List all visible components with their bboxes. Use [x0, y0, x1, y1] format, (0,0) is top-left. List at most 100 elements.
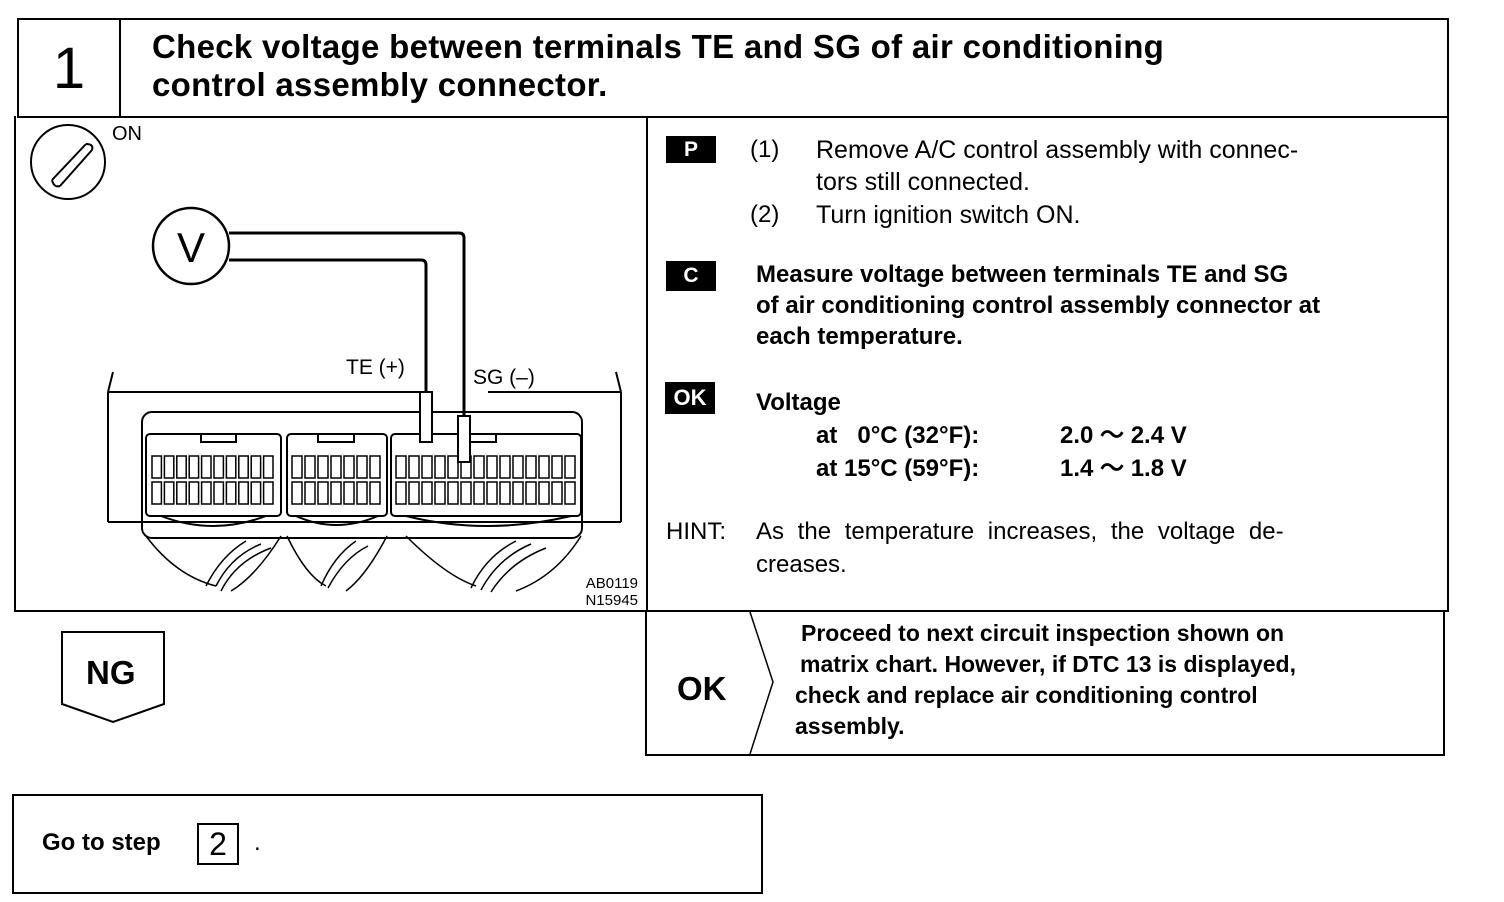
ok-badge: OK	[665, 382, 715, 414]
spec-2-value: 1.4 〜 1.8 V	[1060, 455, 1187, 482]
connector-pin	[512, 455, 524, 479]
connector-pin	[343, 455, 355, 479]
connector-pin	[225, 455, 237, 479]
goto-step-box: Go to step 2 .	[12, 794, 763, 894]
spec-title: Voltage	[756, 389, 841, 416]
wire-harness	[145, 535, 582, 593]
panel-divider	[646, 116, 648, 610]
ng-arrow-icon	[61, 631, 165, 724]
spec-1-condition: at 0°C (32°F):	[816, 422, 980, 449]
check-line-3: each temperature.	[756, 323, 963, 350]
prep-item-2-num: (2)	[750, 201, 780, 228]
connector-pin	[176, 455, 187, 479]
connector-pin	[369, 481, 381, 505]
ignition-label: ON	[112, 123, 142, 145]
connector-pin	[460, 481, 472, 505]
ok-result-line-2: matrix chart. However, if DTC 13 is disp…	[800, 651, 1296, 677]
goto-step-suffix: .	[254, 829, 261, 856]
connector-pin	[330, 481, 342, 505]
ok-result-line-4: assembly.	[795, 713, 905, 739]
connector-pin	[473, 455, 485, 479]
connector-pin	[486, 481, 498, 505]
connector-pin	[213, 481, 225, 505]
connector-pin	[262, 481, 274, 505]
check-line-1: Measure voltage between terminals TE and…	[756, 261, 1289, 288]
inspection-panel: ON V TE (+) SG (–)	[14, 116, 1449, 612]
connector-pin	[512, 481, 524, 505]
connector-pin	[447, 455, 459, 479]
connector-pin	[421, 481, 433, 505]
ok-result-text: Proceed to next circuit inspection shown…	[795, 618, 1296, 742]
connector-pin	[304, 455, 316, 479]
connector-pin	[250, 481, 262, 505]
spec-1-value: 2.0 〜 2.4 V	[1060, 422, 1187, 449]
connector-pin	[317, 455, 329, 479]
figure-code-1: AB0119	[586, 575, 638, 592]
check-badge: C	[666, 261, 716, 291]
connector-pin	[421, 455, 433, 479]
ok-result-line-1: Proceed to next circuit inspection shown…	[801, 620, 1285, 646]
connector-pin	[551, 455, 563, 479]
connector-pin	[473, 481, 485, 505]
step-title-line-2: control assembly connector.	[152, 66, 608, 103]
connector-pin	[395, 481, 407, 505]
connector-pin	[499, 481, 511, 505]
ok-result-box: OK Proceed to next circuit inspection sh…	[645, 610, 1445, 756]
hint-line-2: creases.	[756, 551, 847, 578]
connector-pin	[369, 455, 381, 479]
connector-pin	[163, 481, 175, 505]
connector-pin	[408, 455, 420, 479]
connector-pin	[317, 481, 329, 505]
connector-pin	[151, 455, 163, 479]
connector-pins	[151, 455, 576, 505]
connector-pin	[291, 455, 303, 479]
ok-result-label: OK	[677, 670, 727, 707]
connector-pin	[291, 481, 303, 505]
connector-pin	[564, 481, 576, 505]
connector-pin	[356, 481, 368, 505]
connector-pin	[525, 481, 537, 505]
hint-line-1: As the temperature increases, the voltag…	[756, 518, 1284, 545]
control-assembly-connector	[107, 371, 622, 539]
step-header: 1 Check voltage between terminals TE and…	[17, 18, 1449, 118]
probe-plus-label: TE (+)	[346, 356, 405, 379]
connector-pin	[499, 455, 511, 479]
connector-pin	[408, 481, 420, 505]
step-title: Check voltage between terminals TE and S…	[152, 28, 1422, 104]
connector-pin	[225, 481, 237, 505]
connector-pin	[564, 455, 576, 479]
probe-minus-label: SG (–)	[473, 366, 535, 389]
connector-pin	[538, 481, 550, 505]
check-line-2: of air conditioning control assembly con…	[756, 292, 1321, 319]
connector-pin	[200, 455, 212, 479]
prep-item-1-line-1: Remove A/C control assembly with connec-	[816, 136, 1299, 164]
test-leads	[229, 231, 466, 416]
connector-pin	[176, 481, 187, 505]
connector-pin	[551, 481, 563, 505]
connector-pin	[304, 481, 316, 505]
goto-step-text: Go to step	[42, 829, 161, 856]
ok-result-line-3: check and replace air conditioning contr…	[795, 682, 1258, 708]
connector-pin	[330, 455, 342, 479]
connector-pin	[188, 455, 200, 479]
prep-item-1-num: (1)	[750, 136, 780, 163]
prep-item-1-line-2: tors still connected.	[816, 168, 1030, 196]
spec-2-condition: at 15°C (59°F):	[816, 455, 980, 482]
connector-pin	[163, 455, 175, 479]
ng-result-label: NG	[86, 654, 136, 691]
voltmeter-icon	[151, 206, 231, 286]
probe-tips	[419, 391, 471, 463]
connector-pin	[538, 455, 550, 479]
figure-code-2: N15945	[585, 592, 638, 609]
connector-pin	[262, 455, 274, 479]
step-number: 1	[19, 20, 121, 116]
connector-pin	[213, 455, 225, 479]
connector-pin	[200, 481, 212, 505]
connector-pin	[525, 455, 537, 479]
ignition-switch-icon	[30, 124, 106, 200]
wiring-diagram: ON V TE (+) SG (–)	[30, 123, 638, 609]
goto-step-number[interactable]: 2	[197, 823, 239, 865]
connector-pin	[447, 481, 459, 505]
prep-badge: P	[666, 136, 716, 163]
connector-pin	[188, 481, 200, 505]
